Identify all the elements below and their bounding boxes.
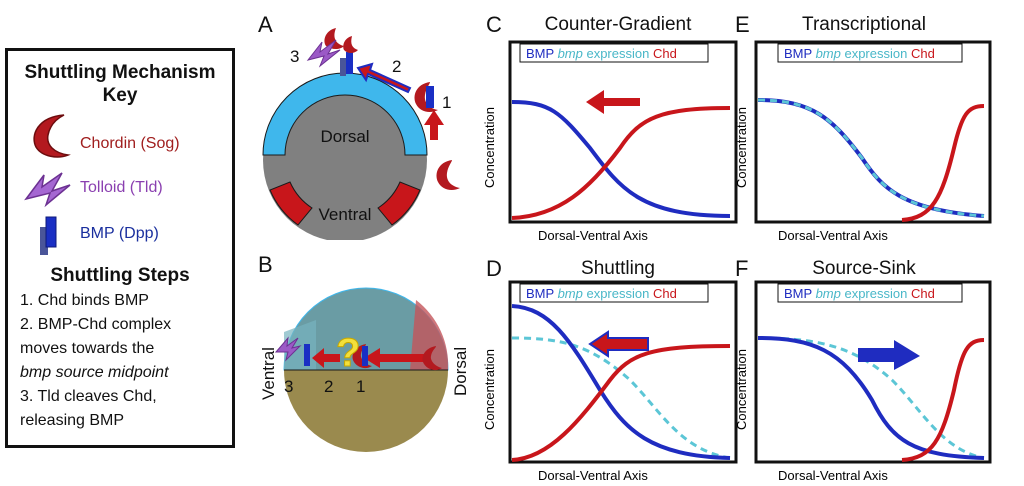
step-line: bmp source midpoint (20, 364, 169, 381)
step-number: 1 (356, 377, 365, 396)
graph-f-letter: F (735, 256, 749, 281)
chordin-icon (343, 36, 358, 53)
graph-c-letter: C (486, 12, 502, 37)
graph-d-letter: D (486, 256, 502, 281)
y-axis-label: Concentration (482, 107, 497, 188)
dorsal-region (262, 72, 428, 156)
ventral-chd-left (269, 181, 313, 226)
flux-arrow (858, 340, 920, 370)
arrow-complex (356, 62, 412, 94)
plot-frame (508, 40, 738, 224)
panel-b-diagram: ? 3 2 1 Ventral Dorsal (259, 287, 470, 452)
ventral-chd-right (377, 181, 421, 226)
legend-box (519, 43, 709, 63)
arrow-left (364, 348, 430, 368)
chordin-icon (324, 28, 344, 49)
y-axis-label: Concentration (482, 349, 497, 430)
tolloid-icon (24, 172, 71, 208)
key-title: Shuttling Mechanism Key (24, 62, 216, 106)
graph-e-title: Transcriptional (802, 14, 926, 35)
graph-c: BMP bmp expression Chd Concentration Dor… (482, 40, 738, 243)
graph-c-title: Counter-Gradient (544, 14, 692, 35)
chordin-icon (33, 114, 71, 158)
chordin-icon (436, 160, 460, 190)
vegetal-half (284, 370, 448, 452)
step-line: 3. Tld cleaves Chd, (20, 388, 157, 405)
ventral-label: Ventral (259, 347, 278, 400)
key-label-tolloid: Tolloid (Tld) (80, 179, 163, 196)
bmp-icon (40, 216, 57, 255)
legend-box (519, 283, 709, 303)
x-axis-label: Dorsal-Ventral Axis (538, 468, 648, 483)
tolloid-icon (306, 39, 341, 68)
dorsal-label: Dorsal (320, 127, 369, 146)
step-number: 2 (324, 377, 333, 396)
step-number: 2 (392, 57, 401, 76)
x-axis-label: Dorsal-Ventral Axis (538, 228, 648, 243)
chordin-icon (422, 346, 442, 371)
step-number: 3 (284, 377, 293, 396)
ventral-label: Ventral (319, 205, 372, 224)
mechanism-key-box: Shuttling Mechanism Key Chordin (Sog) To… (5, 48, 235, 448)
legend-box (777, 43, 963, 63)
step-number: 1 (442, 93, 451, 112)
question-mark: ? (336, 331, 360, 375)
legend-line: BMP bmp expression Chd (784, 286, 935, 301)
flux-arrow (588, 330, 649, 358)
bmp-curve (511, 100, 731, 218)
plot-frame (754, 280, 992, 464)
plot-frame (508, 280, 738, 464)
chd-curve (511, 106, 731, 220)
legend-line: BMP bmp expression Chd (526, 46, 677, 61)
plot-frame (754, 40, 992, 224)
chd-curve (511, 344, 731, 462)
graph-e-letter: E (735, 12, 750, 37)
bmp-expression-curve (757, 98, 985, 218)
key-label-bmp: BMP (Dpp) (80, 225, 159, 242)
flux-arrow (586, 90, 640, 114)
key-label-chordin: Chordin (Sog) (80, 135, 180, 152)
steps-title: Shuttling Steps (50, 265, 190, 286)
y-axis-label: Concentration (734, 349, 749, 430)
step-number: 3 (290, 47, 299, 66)
tolloid-icon (274, 336, 302, 362)
bmp-expression-curve (757, 336, 985, 460)
graph-d: BMP bmp expression Chd Concentration Dor… (482, 280, 738, 483)
dorsal-label: Dorsal (451, 347, 470, 396)
step-line: 1. Chd binds BMP (20, 292, 149, 309)
legend-box (777, 283, 963, 303)
graph-f: BMP bmp expression Chd Concentration Dor… (734, 280, 992, 483)
bmp-icon (346, 52, 353, 74)
y-axis-label: Concentration (734, 107, 749, 188)
graph-d-title: Shuttling (581, 258, 655, 279)
chordin-icon (414, 82, 438, 112)
panel-a-diagram: Dorsal Ventral 3 2 1 (262, 28, 460, 240)
legend-line: BMP bmp expression Chd (526, 286, 677, 301)
graph-f-title: Source-Sink (812, 258, 916, 279)
bmp-icon (426, 86, 434, 108)
x-axis-label: Dorsal-Ventral Axis (778, 228, 888, 243)
legend-line: BMP bmp expression Chd (784, 46, 935, 61)
dorsal-chd-source (410, 300, 449, 370)
step-line: moves towards the (20, 340, 155, 357)
embryo-body (263, 78, 427, 240)
step-line: 2. BMP-Chd complex (20, 316, 172, 333)
chd-curve (901, 104, 985, 222)
bmp-icon (304, 344, 310, 366)
arrow-up (424, 110, 444, 140)
panel-a-letter: A (258, 12, 273, 37)
chordin-icon (352, 344, 372, 369)
panel-b-letter: B (258, 252, 273, 277)
graph-e: BMP bmp expression Chd Concentration Dor… (734, 40, 992, 243)
bmp-icon (362, 346, 368, 366)
arrow-left (312, 348, 340, 368)
bmp-expression-curve (511, 336, 731, 460)
step-line: releasing BMP (20, 412, 125, 429)
bmp-icon (340, 58, 346, 76)
chd-curve (901, 338, 985, 462)
x-axis-label: Dorsal-Ventral Axis (778, 468, 888, 483)
